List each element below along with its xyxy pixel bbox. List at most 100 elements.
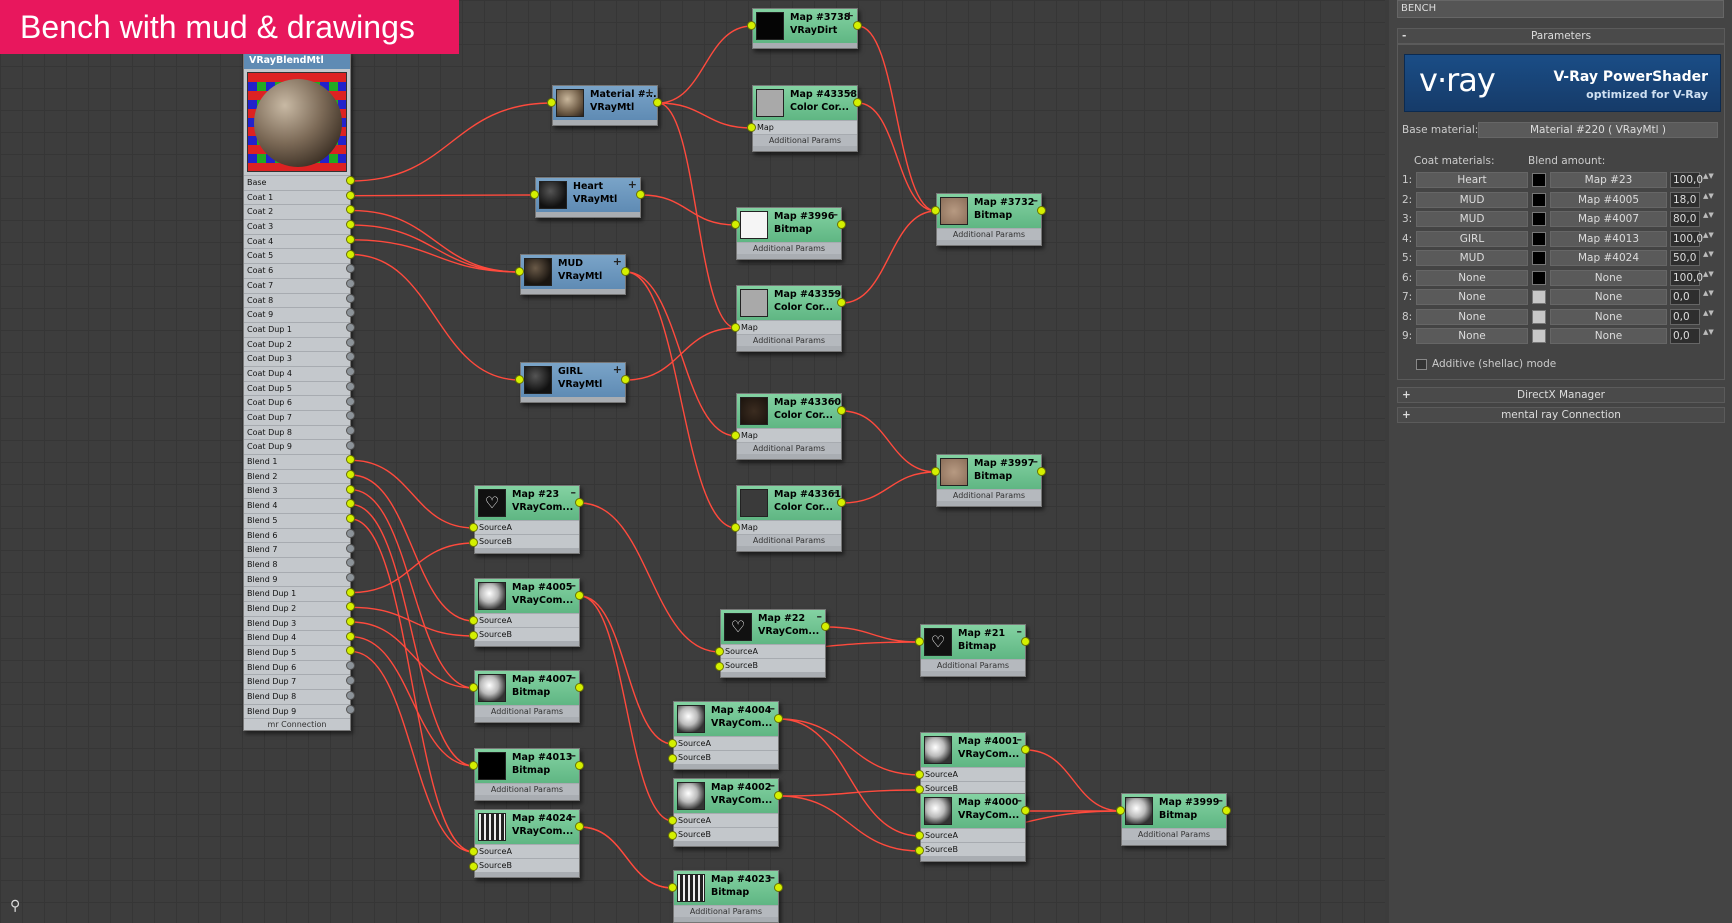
input-socket[interactable] [469,761,478,770]
blend-port-socket[interactable] [346,190,355,200]
spinner-arrows-icon[interactable]: ▲▼ [1703,289,1714,297]
coat-material-button[interactable]: MUD [1416,191,1528,208]
coat-material-button[interactable]: MUD [1416,250,1528,266]
blend-amount-field[interactable]: 0,0 [1670,328,1700,344]
input-socket[interactable] [530,190,539,199]
expand-icon[interactable]: + [644,86,654,99]
blend-port-socket[interactable] [346,602,355,612]
spinner-arrows-icon[interactable]: ▲▼ [1703,308,1714,317]
input-slot[interactable]: SourceA [475,520,579,534]
input-socket[interactable] [515,267,524,276]
additional-params-toggle[interactable]: Additional Params [475,705,579,717]
blend-map-button[interactable]: Map #4024 [1550,250,1667,266]
additional-params-toggle[interactable]: Additional Params [921,659,1025,671]
coat-color-swatch[interactable] [1532,270,1546,285]
blend-port-socket[interactable] [346,323,355,332]
blend-amount-field[interactable]: 18,0 [1670,191,1700,208]
output-socket[interactable] [774,883,783,892]
coat-color-swatch[interactable] [1532,173,1546,187]
output-socket[interactable] [853,98,862,107]
coat-color-swatch[interactable] [1532,251,1546,265]
coat-color-swatch[interactable] [1532,309,1546,324]
collapse-icon[interactable]: – [1032,194,1039,207]
additional-params-toggle[interactable]: Additional Params [1122,828,1226,840]
collapse-icon[interactable]: – [1016,794,1023,807]
additional-params-toggle[interactable]: Additional Params [937,228,1041,240]
collapse-icon[interactable]: – [570,749,577,762]
blend-map-button[interactable]: None [1550,289,1667,305]
output-socket[interactable] [774,714,783,723]
input-slot[interactable]: SourceA [674,736,778,750]
blend-port-socket[interactable] [346,587,355,597]
coat-material-button[interactable]: Heart [1416,172,1528,188]
input-slot[interactable]: SourceB [721,658,825,672]
blend-port-socket[interactable] [346,396,355,406]
blend-port-socket[interactable] [346,293,355,303]
blend-map-button[interactable]: None [1550,269,1667,286]
blend-port-socket[interactable] [346,470,355,479]
collapse-icon[interactable]: – [1016,625,1023,638]
input-slot[interactable]: SourceA [475,613,579,627]
blend-port-socket[interactable] [346,220,355,230]
blend-port-socket[interactable] [346,661,355,671]
input-slot[interactable]: SourceB [475,858,579,872]
input-socket[interactable] [547,98,556,107]
blend-port-socket[interactable] [346,572,355,582]
collapse-icon[interactable]: – [570,486,577,499]
input-socket[interactable] [915,637,924,646]
collapse-icon[interactable]: – [816,610,823,623]
input-slot[interactable]: SourceA [721,644,825,658]
collapse-icon[interactable]: – [832,286,839,299]
blend-amount-field[interactable]: 100,0 [1670,172,1703,188]
additional-params-toggle[interactable]: Additional Params [737,334,841,346]
input-slot[interactable]: SourceB [921,781,1025,795]
additional-params-toggle[interactable]: Additional Params [674,905,778,917]
output-socket[interactable] [1037,206,1046,215]
input-socket[interactable] [668,816,677,825]
input-slot[interactable]: SourceA [921,828,1025,842]
input-socket[interactable] [915,785,924,794]
input-slot[interactable]: SourceB [674,750,778,764]
input-slot[interactable]: Map [737,520,841,534]
input-socket[interactable] [731,220,740,229]
input-slot[interactable]: SourceB [921,842,1025,856]
output-socket[interactable] [575,683,584,692]
output-socket[interactable] [837,298,846,307]
collapse-icon[interactable]: – [848,86,855,99]
additional-params-toggle[interactable]: Additional Params [753,134,857,146]
input-socket[interactable] [731,431,740,440]
blend-port-socket[interactable] [346,631,355,641]
collapse-icon[interactable]: – [570,671,577,684]
input-slot[interactable]: SourceA [475,844,579,858]
expand-icon[interactable]: + [844,9,854,22]
blend-map-button[interactable]: Map #4013 [1550,230,1667,247]
material-name-field[interactable]: BENCH [1397,0,1724,18]
blend-map-button[interactable]: None [1550,308,1667,325]
collapse-icon[interactable]: – [1016,733,1023,746]
output-socket[interactable] [575,591,584,600]
additive-mode-checkbox[interactable] [1416,359,1427,370]
blend-port-socket[interactable] [346,176,355,185]
